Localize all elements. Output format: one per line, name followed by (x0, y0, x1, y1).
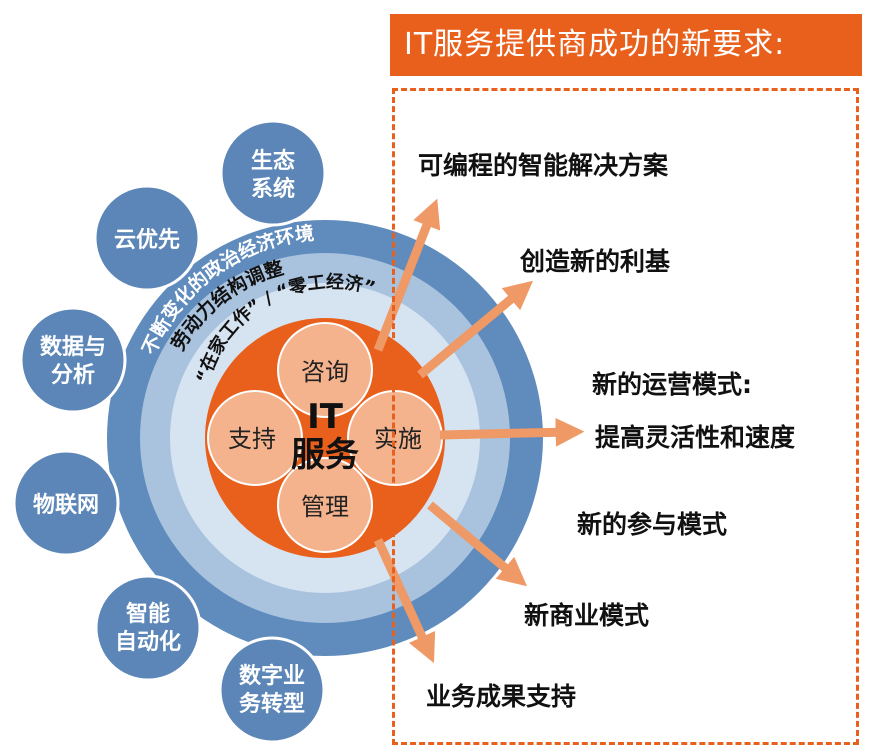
petal-label-left: 支持 (228, 425, 276, 453)
req-operating-model: 新的运营模式: (592, 370, 752, 399)
petal-label-bottom: 管理 (301, 493, 349, 521)
driver-cloud-line1: 云优先 (114, 227, 180, 253)
driver-iot-line1: 物联网 (33, 492, 99, 518)
driver-data-analytics (19, 306, 127, 414)
driver-digital-line2: 务转型 (239, 691, 305, 717)
petal-left (207, 390, 303, 486)
arrow-niche (417, 280, 534, 379)
driver-ecosystem-line2: 系统 (251, 176, 295, 202)
req-business-model: 新商业模式 (524, 601, 650, 630)
driver-ecosystem (219, 119, 327, 227)
driver-automation-line2: 自动化 (115, 629, 181, 655)
driver-automation (94, 574, 202, 682)
petal-bottom (277, 457, 373, 553)
petal-label-right: 实施 (374, 425, 422, 453)
arrows (373, 198, 585, 664)
driver-ecosystem-line1: 生态 (251, 148, 295, 174)
petal-top (277, 322, 373, 418)
requirements-banner: IT服务提供商成功的新要求: (390, 14, 862, 76)
driver-cloud-first (93, 184, 201, 292)
driver-data-line2: 分析 (51, 363, 95, 388)
driver-circles (12, 119, 327, 744)
petal-label-top: 咨询 (301, 358, 349, 386)
driver-automation-line1: 智能 (126, 601, 170, 627)
driver-digital-line1: 数字业 (239, 663, 305, 689)
req-new-niches: 创造新的利基 (520, 247, 671, 276)
core-circle (205, 318, 445, 558)
req-engagement-model: 新的参与模式 (577, 510, 728, 539)
req-outcome-support: 业务成果支持 (426, 682, 577, 711)
arrow-operating (439, 417, 585, 447)
requirements-box (392, 88, 859, 745)
arrow-business (427, 501, 528, 587)
driver-digital-transformation (218, 636, 326, 744)
arrow-outcome (373, 538, 436, 664)
driver-data-line1: 数据与 (40, 334, 106, 360)
center-title-services: 服务 (291, 435, 359, 475)
driver-iot (12, 449, 120, 557)
center-title-it: IT (307, 397, 344, 437)
arrow-programmable (373, 198, 441, 352)
req-flexibility-speed: 提高灵活性和速度 (595, 423, 796, 452)
req-programmable-solutions: 可编程的智能解决方案 (418, 151, 669, 180)
